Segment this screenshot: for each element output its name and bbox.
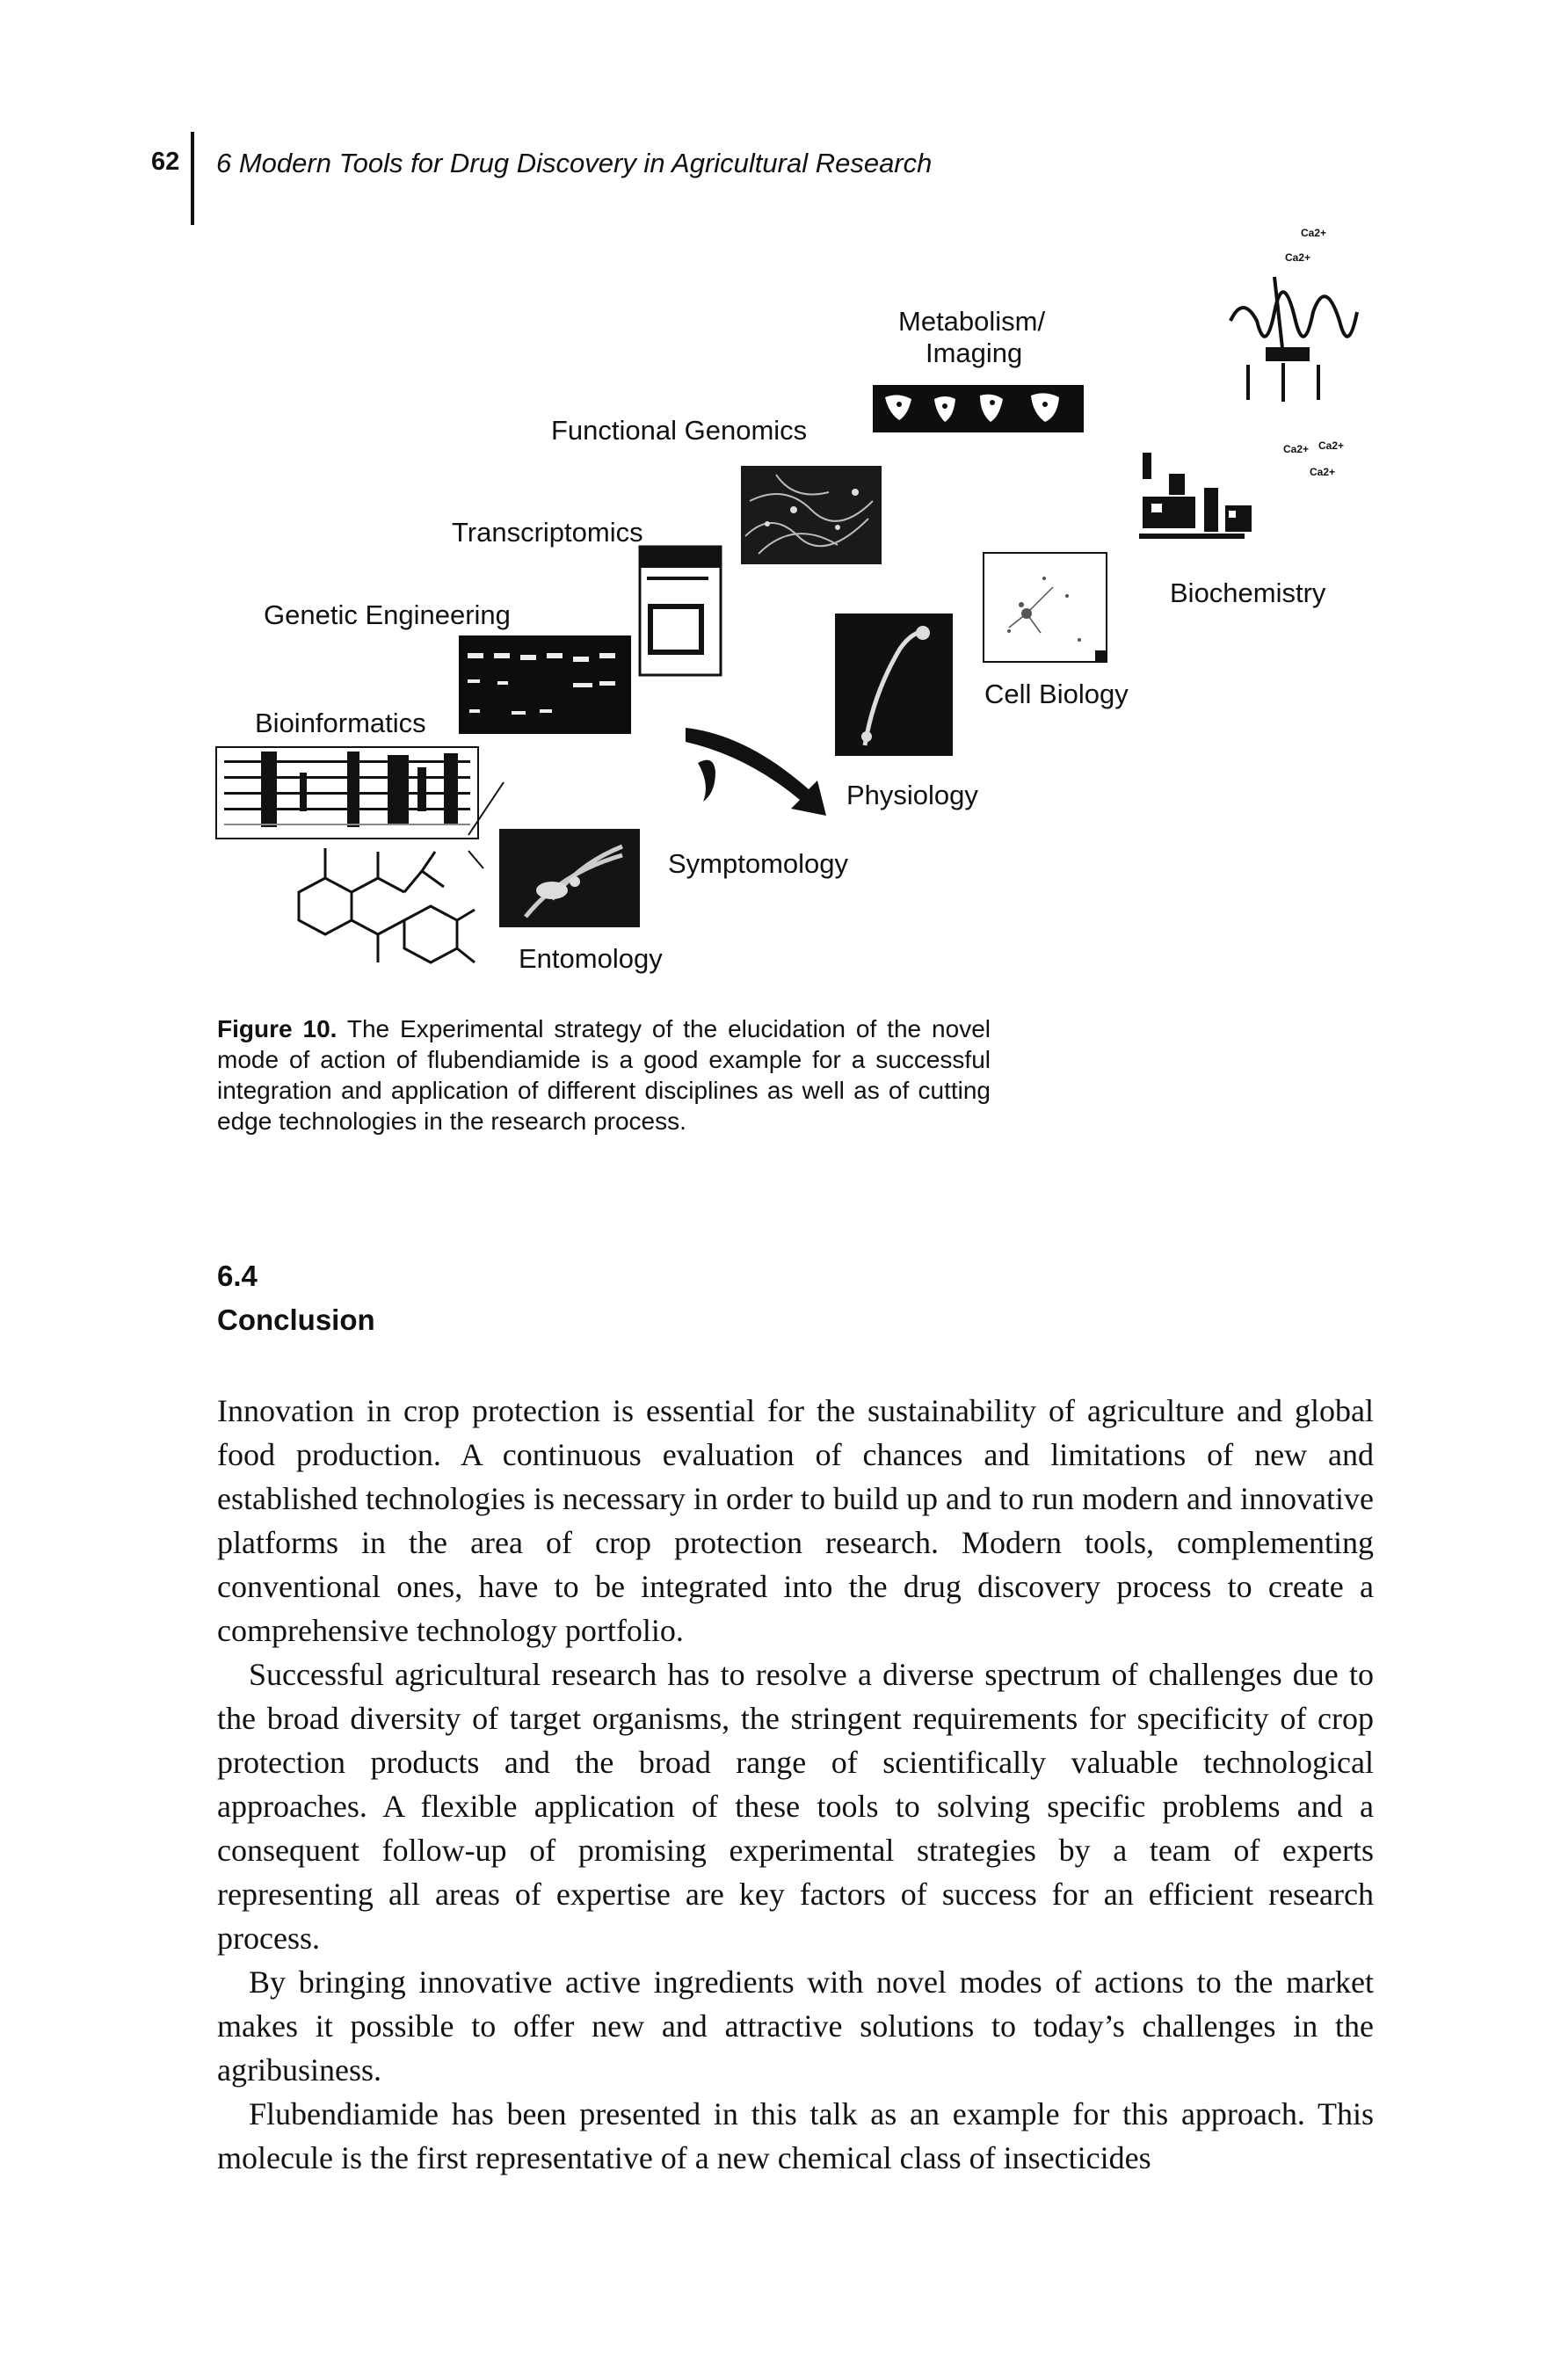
paragraph: Innovation in crop protection is essenti… (217, 1393, 1374, 1648)
label-imaging: Imaging (926, 338, 1023, 368)
body-text: Innovation in crop protection is essenti… (217, 1389, 1374, 2180)
physiology-arrow (686, 728, 826, 816)
label-functional-genomics: Functional Genomics (551, 415, 808, 446)
page-number: 62 (151, 148, 180, 176)
label-cell-biology: Cell Biology (984, 679, 1129, 709)
connector-lines (468, 781, 505, 869)
label-metabolism: Metabolism/ (898, 306, 1046, 337)
caption-text: The Experimental strategy of the elucida… (217, 1015, 991, 1135)
paragraph: Flubendiamide has been presented in this… (217, 2096, 1374, 2175)
label-symptomology: Symptomology (668, 848, 849, 879)
label-genetic-engineering: Genetic Engineering (264, 599, 511, 630)
section-title: Conclusion (217, 1303, 375, 1336)
label-bioinformatics: Bioinformatics (255, 708, 426, 738)
ion-label: Ca2+ (1318, 439, 1345, 452)
caption-label: Figure 10. (217, 1015, 338, 1042)
paragraph: By bringing innovative active ingredient… (217, 1964, 1374, 2088)
functional-genomics-image (741, 466, 882, 564)
ion-label: Ca2+ (1285, 251, 1311, 264)
gel-image (459, 635, 631, 734)
label-transcriptomics: Transcriptomics (452, 517, 643, 548)
sequence-alignment (215, 746, 479, 839)
calcium-channel-diagram (1229, 276, 1359, 402)
biochemistry-apparatus (1139, 453, 1252, 539)
label-physiology: Physiology (846, 780, 978, 810)
figure-caption: Figure 10. The Experimental strategy of … (217, 1013, 991, 1136)
paragraph: Successful agricultural research has to … (217, 1657, 1374, 1956)
running-title: 6 Modern Tools for Drug Discovery in Agr… (216, 148, 933, 178)
header-rule (191, 132, 194, 225)
section-number: 6.4 (217, 1260, 258, 1292)
flubendiamide-structure (297, 848, 475, 964)
insect-image (499, 829, 640, 927)
label-biochemistry: Biochemistry (1170, 577, 1326, 608)
imaging-strip (873, 385, 1084, 432)
label-entomology: Entomology (519, 943, 663, 974)
ion-label: Ca2+ (1310, 466, 1336, 478)
ion-label: Ca2+ (1283, 443, 1310, 455)
ion-label: Ca2+ (1301, 227, 1327, 239)
cell-biology-image (983, 552, 1107, 663)
physiology-image (835, 614, 953, 756)
microarray-chip (638, 545, 722, 677)
